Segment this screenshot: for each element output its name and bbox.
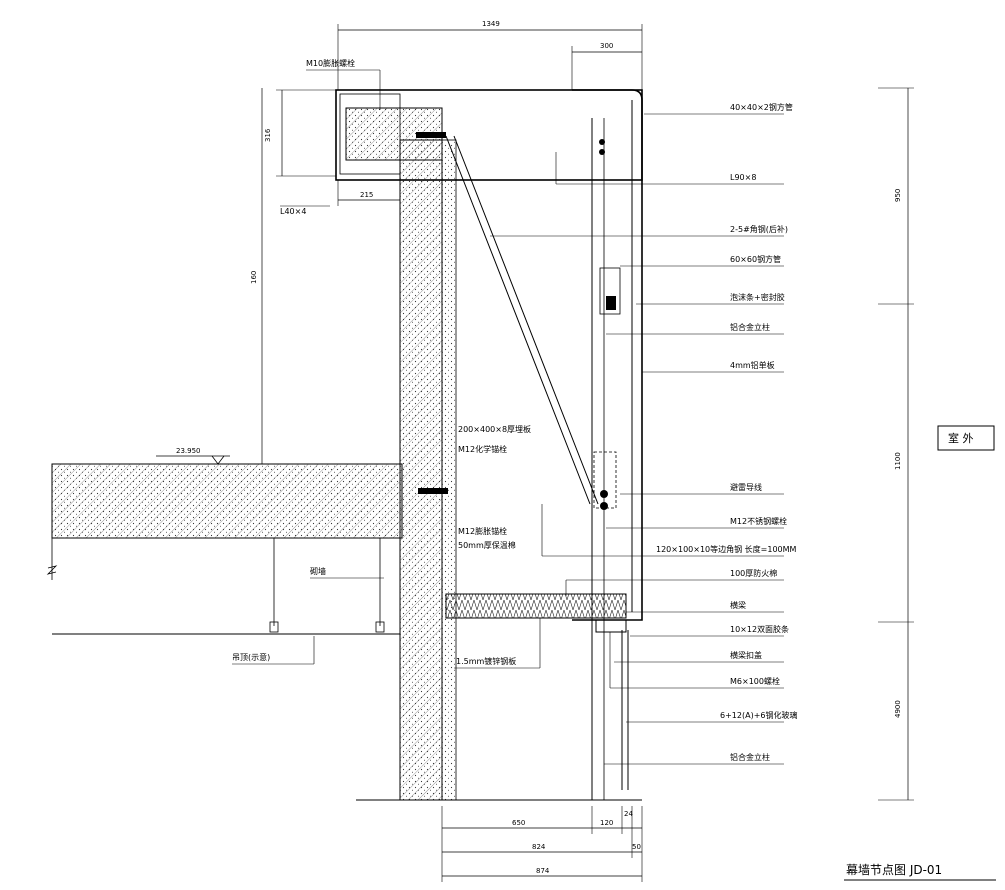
dim-bottom-a: 650 [512, 819, 525, 827]
callout-ceiling: 吊顶(示意) [232, 652, 270, 662]
callout-right-13: 横梁扣盖 [730, 650, 762, 660]
dim-bottom-f: 874 [536, 867, 550, 875]
curtain-wall-panel [572, 89, 643, 800]
callout-right-15: 6+12(A)+6钢化玻璃 [720, 710, 797, 720]
callout-right-10: 100厚防火棉 [730, 568, 777, 578]
callout-right-3: 60×60钢方管 [730, 254, 781, 264]
drawing-title-block: 幕墙节点图 JD-01 [844, 863, 996, 881]
callout-right-1: L90×8 [730, 173, 756, 182]
floor-slab [46, 463, 403, 580]
callout-exp-bolt: M12膨胀锚栓 [458, 526, 507, 536]
dim-right-upper: 950 [894, 189, 902, 202]
callout-right-0: 40×40×2钢方管 [730, 102, 793, 112]
dim-bottom-c: 24 [624, 810, 633, 818]
concrete-wall [399, 139, 457, 801]
dim-left-mid: 160 [250, 271, 258, 284]
right-callouts: 40×40×2钢方管 L90×8 2-5#角钢(后补) 60×60钢方管 泡沫条… [490, 102, 797, 765]
callout-right-6: 4mm铝单板 [730, 360, 775, 370]
callout-right-4: 泡沫条+密封胶 [730, 292, 785, 302]
left-dimensions: 316 160 215 [250, 88, 400, 464]
parapet-beam [335, 89, 643, 181]
diagonal-strut [416, 132, 599, 505]
dim-right-width: 300 [600, 42, 613, 50]
callout-angle: L40×4 [280, 207, 306, 216]
dim-bottom-b: 120 [600, 819, 613, 827]
callout-right-2: 2-5#角钢(后补) [730, 224, 788, 234]
dim-left-top: 316 [264, 128, 272, 142]
dim-overall-width: 1349 [482, 20, 500, 28]
callout-right-8: M12不锈钢螺栓 [730, 516, 787, 526]
callout-right-5: 铝合金立柱 [730, 322, 770, 332]
bottom-dimensions: 650 120 24 824 50 874 [441, 806, 643, 882]
room-label-box: 室 外 [937, 425, 995, 451]
callout-plaster: 砌墙 [310, 566, 326, 576]
room-label: 室 外 [948, 431, 974, 445]
callout-right-9: 120×100×10等边角钢 长度=100MM [656, 544, 797, 554]
callout-insulation: 50mm厚保温棉 [458, 540, 516, 550]
elevation-label: 23.950 [176, 447, 201, 455]
callout-bracket-plate: 200×400×8厚埋板 [458, 424, 531, 434]
dim-bottom-d: 824 [532, 843, 546, 851]
drawing-title: 幕墙节点图 JD-01 [846, 863, 942, 877]
fire-insulation [445, 593, 627, 619]
dim-right-mid: 1100 [894, 452, 902, 470]
left-callouts: M10膨胀螺栓 L40×4 吊顶(示意) 砌墙 200×400×8厚埋板 M12… [232, 58, 541, 669]
right-dimensions: 950 1100 4900 [878, 87, 914, 801]
dim-right-lower: 4900 [894, 700, 902, 718]
callout-right-11: 横梁 [730, 600, 746, 610]
dim-ledge: 215 [360, 191, 373, 199]
callout-right-12: 10×12双面胶条 [730, 624, 789, 634]
callout-bolt-top: M10膨胀螺栓 [306, 58, 355, 68]
top-dimensions: 1349 300 [337, 20, 643, 90]
callout-chem-bolt: M12化学锚栓 [458, 444, 507, 454]
callout-right-7: 避雷导线 [730, 482, 762, 492]
ceiling-hangers [52, 538, 400, 635]
callout-right-16: 铝合金立柱 [730, 752, 770, 762]
callout-right-14: M6×100螺栓 [730, 676, 780, 686]
callout-steel-sheet: 1.5mm镀锌钢板 [456, 656, 516, 666]
elevation-marker: 23.950 [156, 447, 230, 465]
dim-bottom-e: 50 [632, 843, 641, 851]
